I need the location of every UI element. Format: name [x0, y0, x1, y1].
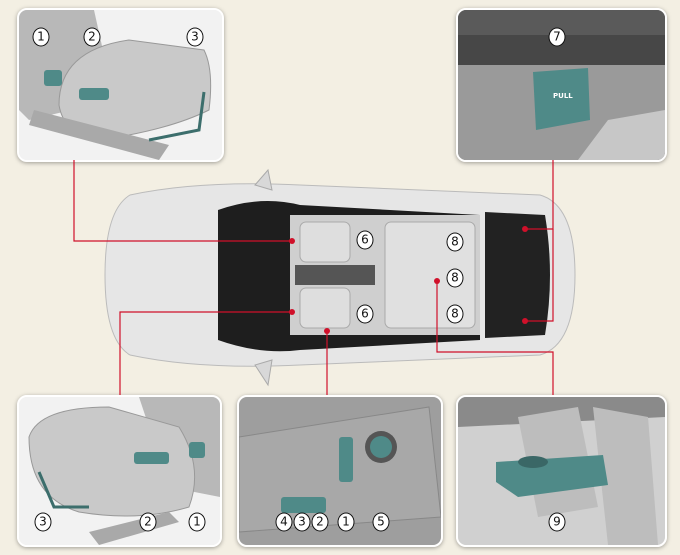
callout-2: 2 [311, 512, 329, 532]
callout-6-driver: 6 [356, 230, 374, 250]
passenger-seat-manual-panel [17, 395, 222, 547]
callout-8-rear-right: 8 [446, 304, 464, 324]
callout-4: 4 [275, 512, 293, 532]
callout-1: 1 [32, 27, 50, 47]
callout-5: 5 [372, 512, 390, 532]
trunk-illustration [458, 10, 665, 160]
callout-7: 7 [548, 27, 566, 47]
callout-2: 2 [83, 27, 101, 47]
power-seat-switches-panel [237, 395, 443, 547]
callout-3: 3 [186, 27, 204, 47]
switches-illustration [239, 397, 441, 545]
callout-3: 3 [34, 512, 52, 532]
callout-8-rear-left: 8 [446, 232, 464, 252]
pull-label: PULL [553, 92, 573, 100]
callout-1: 1 [188, 512, 206, 532]
callout-1: 1 [337, 512, 355, 532]
callout-2: 2 [139, 512, 157, 532]
callout-3: 3 [293, 512, 311, 532]
callout-9: 9 [548, 512, 566, 532]
callout-6-passenger: 6 [356, 304, 374, 324]
seat-illustration [19, 397, 220, 545]
trunk-lever-panel [456, 8, 667, 162]
callout-8-rear-center: 8 [446, 268, 464, 288]
